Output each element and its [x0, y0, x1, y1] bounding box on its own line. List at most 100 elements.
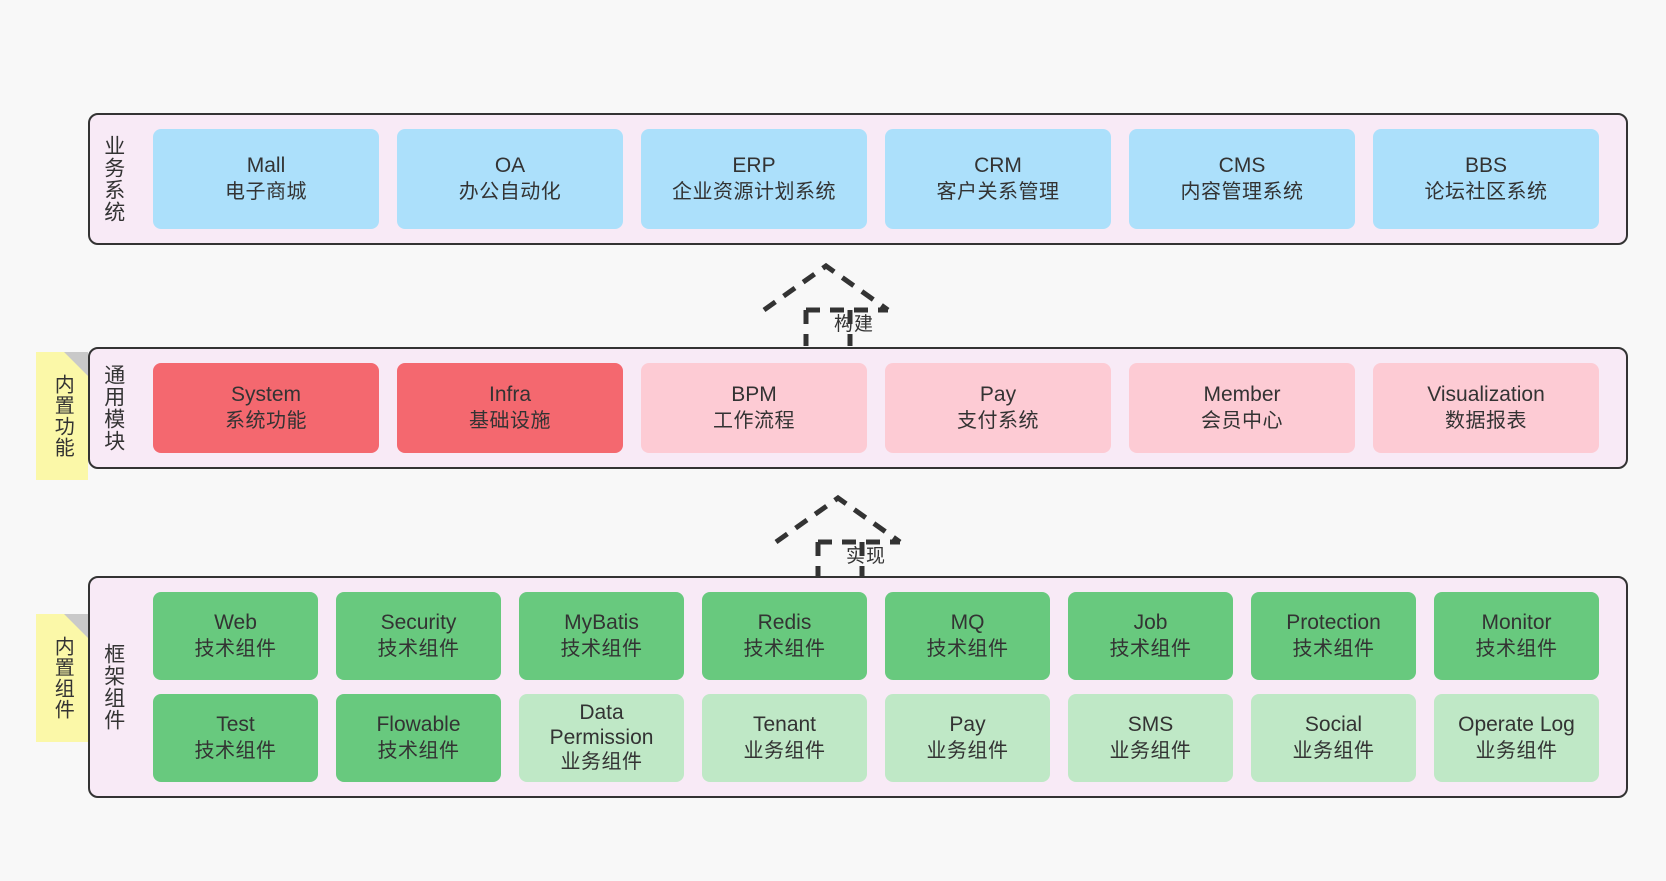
card-erp[interactable]: ERP 企业资源计划系统 — [641, 129, 867, 229]
card-web-name: Web — [214, 611, 257, 635]
card-mall[interactable]: Mall 电子商城 — [153, 129, 379, 229]
card-infra-name: Infra — [488, 383, 532, 407]
card-system-name: System — [230, 383, 301, 407]
card-bpm-sub: 工作流程 — [713, 409, 795, 432]
card-crm-name: CRM — [974, 154, 1022, 178]
card-monitor[interactable]: Monitor 技术组件 — [1434, 592, 1599, 680]
business-system-card-list: Mall 电子商城 OA 办公自动化 ERP 企业资源计划系统 CRM 客户关系… — [136, 115, 1626, 243]
card-social-name: Social — [1304, 713, 1363, 737]
card-cms-sub: 内容管理系统 — [1180, 180, 1304, 203]
card-data-permission-name: Data Permission — [549, 701, 654, 749]
card-mybatis-sub: 技术组件 — [560, 637, 643, 660]
build-arrow: 构建 — [760, 258, 920, 348]
build-arrow-glyph — [762, 262, 890, 346]
card-member[interactable]: Member 会员中心 — [1129, 363, 1355, 453]
card-security[interactable]: Security 技术组件 — [336, 592, 501, 680]
card-data-permission[interactable]: Data Permission 业务组件 — [519, 694, 684, 782]
card-operate-log[interactable]: Operate Log 业务组件 — [1434, 694, 1599, 782]
card-operate-log-sub: 业务组件 — [1475, 739, 1558, 762]
card-tenant[interactable]: Tenant 业务组件 — [702, 694, 867, 782]
card-visualization[interactable]: Visualization 数据报表 — [1373, 363, 1599, 453]
card-bpm-name: BPM — [731, 383, 777, 407]
card-erp-sub: 企业资源计划系统 — [672, 180, 836, 203]
layer-title-business-system: 业务系统 — [101, 135, 125, 223]
card-redis[interactable]: Redis 技术组件 — [702, 592, 867, 680]
card-bbs[interactable]: BBS 论坛社区系统 — [1373, 129, 1599, 229]
framework-component-card-list: Web 技术组件 Security 技术组件 MyBatis 技术组件 Redi… — [136, 578, 1626, 796]
card-mybatis[interactable]: MyBatis 技术组件 — [519, 592, 684, 680]
card-infra-sub: 基础设施 — [469, 409, 551, 432]
card-redis-sub: 技术组件 — [743, 637, 826, 660]
card-crm[interactable]: CRM 客户关系管理 — [885, 129, 1111, 229]
card-protection-sub: 技术组件 — [1292, 637, 1375, 660]
card-tenant-sub: 业务组件 — [743, 739, 826, 762]
card-system-sub: 系统功能 — [225, 409, 307, 432]
layer-business-system: 业务系统 Mall 电子商城 OA 办公自动化 ERP 企业资源计划系统 CRM… — [88, 113, 1628, 245]
framework-row-business: Test 技术组件 Flowable 技术组件 Data Permission … — [144, 694, 1608, 782]
card-sms[interactable]: SMS 业务组件 — [1068, 694, 1233, 782]
card-pay-component-name: Pay — [949, 713, 986, 737]
card-erp-name: ERP — [732, 154, 776, 178]
card-infra[interactable]: Infra 基础设施 — [397, 363, 623, 453]
card-pay-module[interactable]: Pay 支付系统 — [885, 363, 1111, 453]
sticky-note-builtin-feature-label: 内置功能 — [51, 374, 74, 458]
card-flowable-sub: 技术组件 — [377, 739, 460, 762]
card-sms-name: SMS — [1127, 713, 1174, 737]
card-social[interactable]: Social 业务组件 — [1251, 694, 1416, 782]
card-web-sub: 技术组件 — [194, 637, 277, 660]
card-monitor-name: Monitor — [1481, 611, 1552, 635]
implement-arrow: 实现 — [772, 490, 932, 580]
card-test[interactable]: Test 技术组件 — [153, 694, 318, 782]
card-cms-name: CMS — [1218, 154, 1266, 178]
layer-title-common-module: 通用模块 — [101, 364, 125, 452]
card-tenant-name: Tenant — [752, 713, 817, 737]
card-security-sub: 技术组件 — [377, 637, 460, 660]
card-job-sub: 技术组件 — [1109, 637, 1192, 660]
card-member-sub: 会员中心 — [1201, 409, 1283, 432]
card-oa-sub: 办公自动化 — [458, 180, 562, 203]
sticky-fold-icon — [64, 352, 88, 376]
sticky-note-builtin-component-label: 内置组件 — [51, 636, 74, 720]
layer-title-framework-component: 框架组件 — [101, 643, 125, 731]
card-operate-log-name: Operate Log — [1458, 713, 1575, 737]
card-mq[interactable]: MQ 技术组件 — [885, 592, 1050, 680]
framework-row-technical: Web 技术组件 Security 技术组件 MyBatis 技术组件 Redi… — [144, 592, 1608, 680]
card-job-name: Job — [1133, 611, 1168, 635]
card-test-name: Test — [216, 713, 255, 737]
card-monitor-sub: 技术组件 — [1475, 637, 1558, 660]
card-security-name: Security — [380, 611, 457, 635]
card-pay-module-sub: 支付系统 — [957, 409, 1039, 432]
card-mq-sub: 技术组件 — [926, 637, 1009, 660]
card-web[interactable]: Web 技术组件 — [153, 592, 318, 680]
card-visualization-sub: 数据报表 — [1445, 409, 1527, 432]
common-module-card-list: System 系统功能 Infra 基础设施 BPM 工作流程 Pay 支付系统… — [136, 349, 1626, 467]
card-social-sub: 业务组件 — [1292, 739, 1375, 762]
card-oa[interactable]: OA 办公自动化 — [397, 129, 623, 229]
card-test-sub: 技术组件 — [194, 739, 277, 762]
card-flowable-name: Flowable — [376, 713, 461, 737]
sticky-note-builtin-component: 内置组件 — [36, 614, 88, 742]
layer-common-module: 通用模块 System 系统功能 Infra 基础设施 BPM 工作流程 Pay… — [88, 347, 1628, 469]
card-bbs-name: BBS — [1464, 154, 1508, 178]
card-mall-sub: 电子商城 — [225, 180, 307, 203]
implement-arrow-glyph — [774, 494, 902, 578]
card-cms[interactable]: CMS 内容管理系统 — [1129, 129, 1355, 229]
card-pay-module-name: Pay — [979, 383, 1017, 407]
card-mybatis-name: MyBatis — [564, 611, 639, 635]
card-mq-name: MQ — [950, 611, 985, 635]
card-redis-name: Redis — [757, 611, 812, 635]
card-mall-name: Mall — [246, 154, 286, 178]
card-flowable[interactable]: Flowable 技术组件 — [336, 694, 501, 782]
card-member-name: Member — [1203, 383, 1281, 407]
card-pay-component[interactable]: Pay 业务组件 — [885, 694, 1050, 782]
sticky-note-builtin-feature: 内置功能 — [36, 352, 88, 480]
card-data-permission-sub: 业务组件 — [560, 750, 643, 773]
card-protection-name: Protection — [1286, 611, 1381, 635]
card-system[interactable]: System 系统功能 — [153, 363, 379, 453]
sticky-fold-icon — [64, 614, 88, 638]
layer-framework-component: 框架组件 Web 技术组件 Security 技术组件 MyBatis 技术组件… — [88, 576, 1628, 798]
card-sms-sub: 业务组件 — [1109, 739, 1192, 762]
card-bpm[interactable]: BPM 工作流程 — [641, 363, 867, 453]
card-job[interactable]: Job 技术组件 — [1068, 592, 1233, 680]
card-protection[interactable]: Protection 技术组件 — [1251, 592, 1416, 680]
